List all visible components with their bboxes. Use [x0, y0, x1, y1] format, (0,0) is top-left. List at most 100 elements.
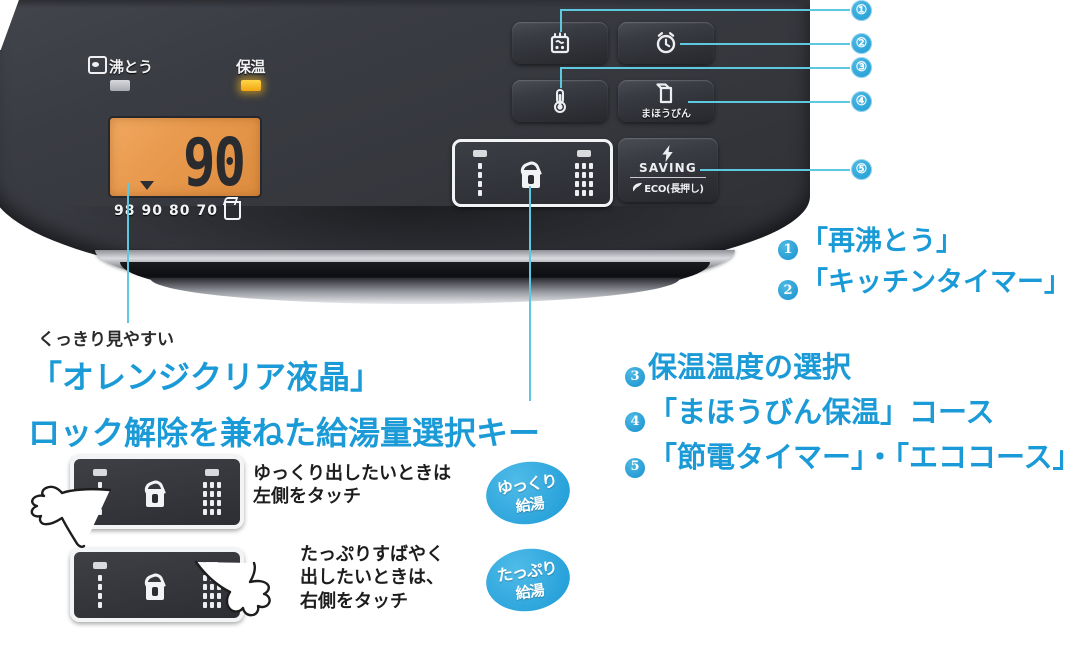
- dash: [98, 509, 103, 515]
- legend-text-3: 保温温度の選択: [648, 350, 852, 384]
- fast-pour-zone[interactable]: [202, 469, 221, 515]
- callout-4-line: [688, 101, 850, 103]
- pour-lock-key-panel[interactable]: [452, 139, 613, 207]
- legend-bullet-5: 5: [625, 457, 645, 478]
- slow-pour-note-line-1: ゆっくり出したいときは: [253, 463, 451, 484]
- slow-pour-zone[interactable]: [93, 562, 108, 608]
- dash: [477, 163, 482, 169]
- slow-pour-tab: [93, 562, 108, 569]
- callout-3-line-vert: [560, 68, 562, 88]
- fast-pour-note-line-2: 出したいときは、: [300, 567, 444, 589]
- dash: [98, 602, 103, 608]
- callout-1-line-vert: [560, 10, 562, 32]
- fast-pour-zone[interactable]: [574, 150, 593, 196]
- dash-row: [202, 482, 221, 488]
- dash: [477, 172, 482, 178]
- dash: [98, 584, 103, 590]
- lcd-temperature-scale: 98 90 80 70: [110, 201, 260, 220]
- dash: [477, 181, 482, 187]
- lamp-keepwarm-light: [240, 80, 261, 91]
- leaf-icon: [633, 183, 643, 192]
- key-diagram-fast: [70, 548, 244, 622]
- callout-1-line-horz: [560, 9, 850, 11]
- dash: [477, 190, 482, 196]
- lcd-screen: 90: [110, 118, 260, 196]
- legend-text-1: 「再沸とう」: [801, 226, 963, 257]
- fast-pour-tab: [204, 469, 219, 476]
- saving-button-label: SAVING: [639, 160, 697, 175]
- legend-item-5: 5 「節電タイマー」・「エココース」: [625, 435, 1080, 480]
- legend-item-4: 4 「まほうびん保温」コース: [625, 390, 1080, 435]
- unlocked-padlock-icon: [142, 477, 166, 507]
- dash-row: [202, 593, 221, 599]
- dash-row: [202, 500, 221, 506]
- lcd-display: 90 98 90 80 70: [110, 118, 260, 220]
- alarm-clock-icon: [656, 32, 676, 54]
- slow-pour-note-line-2: 左側をタッチ: [253, 486, 361, 508]
- slow-pour-note: ゆっくり出したいときは 左側をタッチ: [253, 462, 451, 509]
- pointing-hand-right-icon: [194, 560, 271, 617]
- unlocked-padlock-icon: [142, 570, 166, 600]
- kettle-chrome-rim-inner: [150, 278, 680, 304]
- dash: [98, 575, 103, 581]
- dash-row: [202, 509, 221, 515]
- lamp-keepwarm-label: 保温: [236, 58, 266, 76]
- legend-bullet-1: 1: [778, 239, 798, 260]
- callout-4-marker: ④: [851, 91, 872, 112]
- lockpanel-leader-line: [529, 186, 531, 401]
- lcd-annotation-sub: くっきり見やすい: [38, 330, 174, 350]
- lamp-keepwarm: 保温: [236, 56, 266, 91]
- kettle-top-edge: [0, 0, 810, 8]
- keys-annotation-title: ロック解除を兼ねた給湯量選択キー: [28, 414, 541, 452]
- kettle-steam-icon: [550, 32, 570, 54]
- legend-item-2: 2 「キッチンタイマー」: [778, 263, 1071, 304]
- lcd-leader-line: [127, 183, 129, 323]
- scale-98: 98: [114, 202, 136, 219]
- dash-row: [574, 163, 593, 169]
- slow-pour-tab: [93, 469, 108, 476]
- legend-group-top: 1 「再沸とう」 2 「キッチンタイマー」: [778, 222, 1071, 303]
- dash-row: [574, 181, 593, 187]
- kettle-icon: [88, 56, 107, 74]
- callout-5-marker: ⑤: [851, 159, 872, 180]
- lamp-boil: 沸とう: [88, 56, 153, 91]
- thermos-icon: [223, 201, 241, 220]
- lamp-boil-light: [110, 80, 130, 91]
- legend-item-1: 1 「再沸とう」: [778, 222, 1071, 263]
- dash: [98, 593, 103, 599]
- callout-3-marker: ③: [851, 57, 872, 78]
- eco-button-label: ECO(長押し): [632, 180, 704, 195]
- lcd-selection-marker: [140, 181, 154, 190]
- mahobin-button-label: まほうびん: [641, 109, 691, 120]
- thermometer-icon: [554, 89, 566, 113]
- legend-item-3: 3 保温温度の選択: [625, 345, 1080, 390]
- dash-row: [202, 602, 221, 608]
- slow-pour-badge-line-2: 給湯: [514, 494, 545, 516]
- fast-pour-note-line-1: たっぷりすばやく: [300, 544, 444, 565]
- lamp-boil-label: 沸とう: [88, 56, 153, 77]
- fast-pour-note-line-3: 右側をタッチ: [300, 590, 408, 612]
- dash-row: [202, 491, 221, 497]
- dash-row: [202, 584, 221, 590]
- scale-90: 90: [141, 202, 163, 219]
- legend-group-bottom: 3 保温温度の選択 4 「まほうびん保温」コース 5 「節電タイマー」・「エココ…: [625, 345, 1080, 481]
- callout-2-marker: ②: [851, 33, 872, 54]
- callout-1-marker: ①: [851, 0, 872, 21]
- legend-text-2: 「キッチンタイマー」: [801, 266, 1071, 298]
- legend-bullet-3: 3: [625, 367, 645, 388]
- lcd-annotation-main: 「オレンジクリア液晶」: [30, 358, 383, 396]
- callout-5-line: [700, 169, 850, 171]
- lcd-temperature-value: 90: [182, 124, 246, 196]
- legend-text-4: 「まほうびん保温」コース: [648, 395, 995, 430]
- pointing-hand-left-icon: [30, 485, 112, 548]
- legend-bullet-4: 4: [625, 412, 645, 433]
- slow-pour-tab: [472, 150, 487, 157]
- dash: [98, 482, 103, 488]
- fast-pour-badge-line-2: 給湯: [514, 581, 545, 603]
- dash-row: [574, 190, 593, 196]
- slow-pour-zone[interactable]: [472, 150, 487, 196]
- unlocked-padlock-icon: [517, 158, 542, 188]
- fast-pour-badge: たっぷり 給湯: [482, 543, 574, 617]
- thermos-flask-icon: [656, 83, 673, 104]
